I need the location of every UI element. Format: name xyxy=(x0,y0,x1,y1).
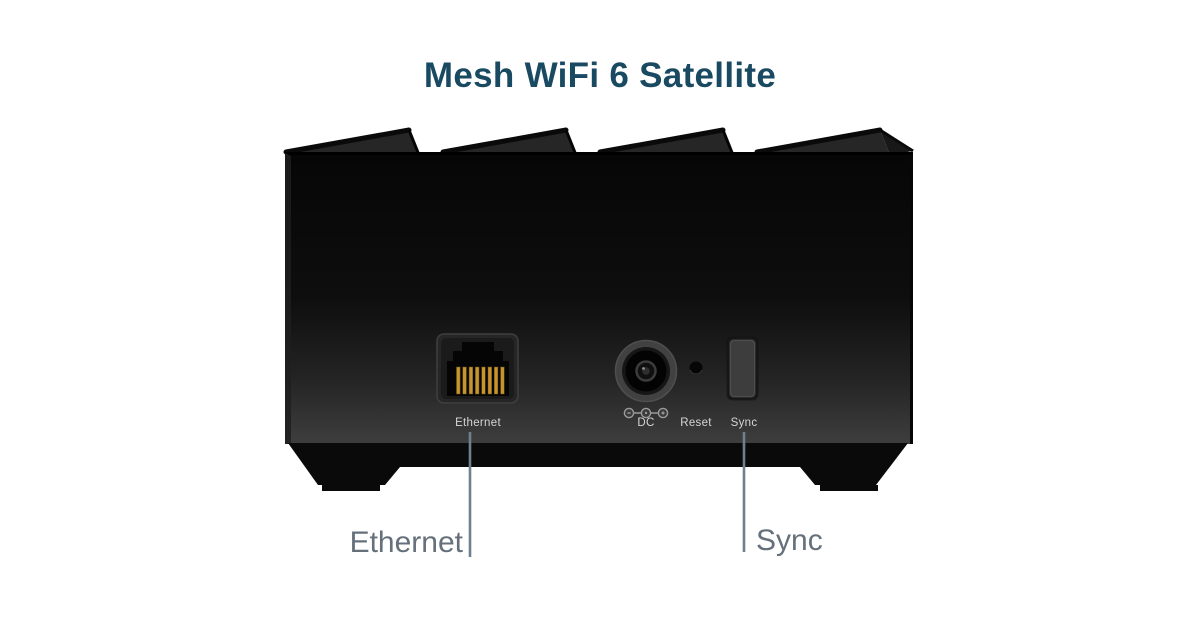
device-body xyxy=(285,152,913,444)
ethernet-port xyxy=(436,333,519,404)
device-base xyxy=(288,443,908,491)
panel-label-sync: Sync xyxy=(730,417,758,429)
antenna-fin xyxy=(440,127,578,156)
callout-label-ethernet: Ethernet xyxy=(349,526,463,559)
dc-power-jack xyxy=(614,339,678,403)
device-foot-pad xyxy=(820,485,878,491)
antenna-fins xyxy=(283,127,914,156)
panel-label-reset: Reset xyxy=(680,417,712,429)
panel-label-ethernet: Ethernet xyxy=(455,417,501,429)
dc-polarity-icon xyxy=(623,407,669,419)
device-foot-pad xyxy=(322,485,380,491)
callout-label-sync: Sync xyxy=(756,524,823,557)
panel-label-dc: DC xyxy=(637,417,655,429)
antenna-fin xyxy=(754,127,914,155)
antenna-fin xyxy=(597,127,735,156)
page-title: Mesh WiFi 6 Satellite xyxy=(423,56,777,95)
sync-button xyxy=(726,336,759,401)
ethernet-pins xyxy=(456,366,505,395)
reset-hole xyxy=(689,361,703,375)
antenna-fin xyxy=(283,127,421,156)
